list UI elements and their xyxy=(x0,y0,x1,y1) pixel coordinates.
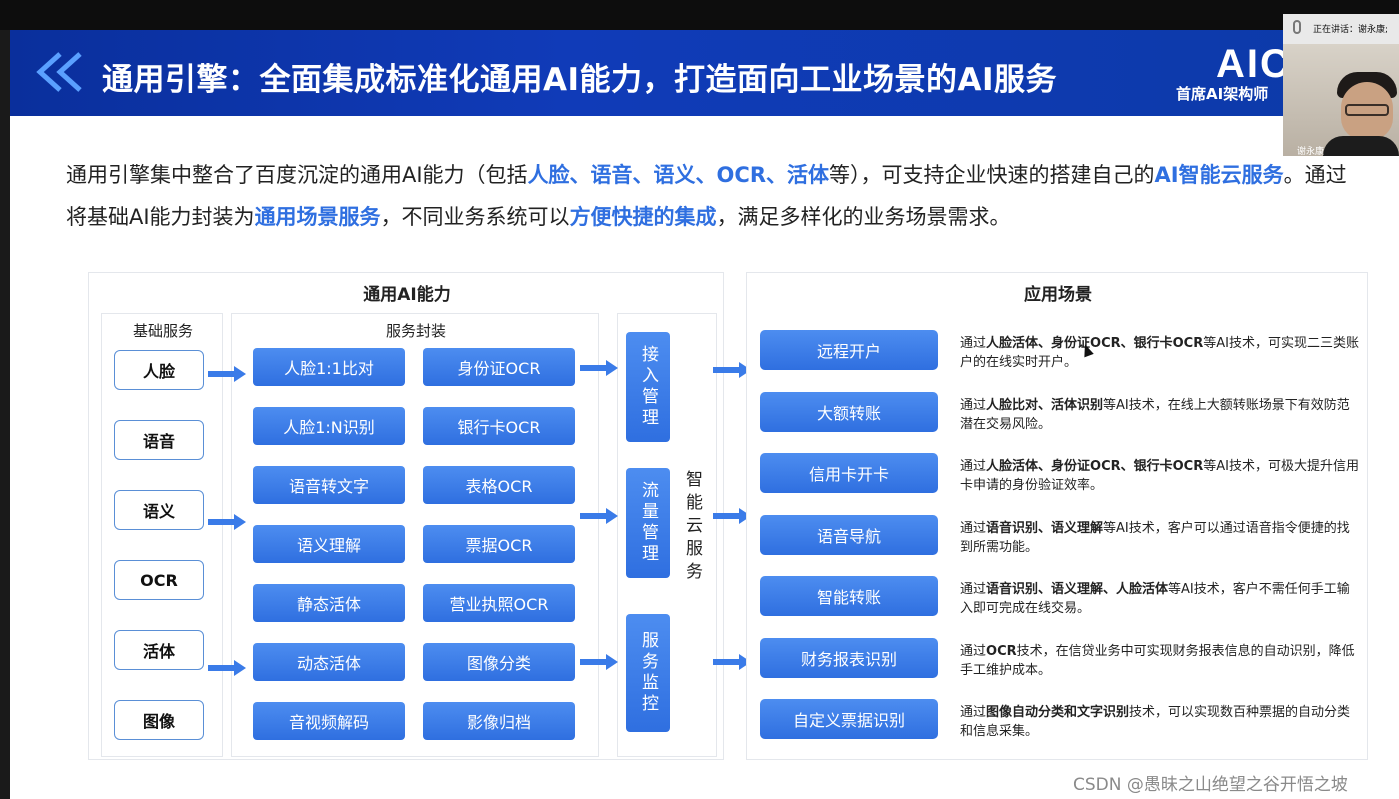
desc-bold: 人脸活体、身份证OCR、银行卡OCR xyxy=(986,336,1204,351)
speaking-status: 正在讲话：谢永康; xyxy=(1313,25,1389,35)
service-table-ocr[interactable]: 表格OCR xyxy=(423,466,575,504)
scene-description: 通过人脸活体、身份证OCR、银行卡OCR等AI技术，可极大提升信用卡申请的身份验… xyxy=(960,457,1360,495)
service-face-1-1[interactable]: 人脸1:1比对 xyxy=(253,348,405,386)
application-scenes-title: 应用场景 xyxy=(1024,285,1092,305)
slide-banner: 通用引擎：全面集成标准化通用AI能力，打造面向工业场景的AI服务 AIC 首席A… xyxy=(10,30,1399,116)
desc-text: 通过 xyxy=(960,336,987,351)
csdn-watermark: CSDN @愚昧之山绝望之谷开悟之坡 xyxy=(1073,775,1348,795)
desc-text: 等AI技术，可极大提升信用卡申请的身份验证效率。 xyxy=(960,459,1359,493)
speaker-video-thumbnail[interactable]: 正在讲话：谢永康; 谢永康 xyxy=(1283,14,1399,157)
base-service-title: 基础服务 xyxy=(132,322,193,340)
arrow-right-icon xyxy=(580,508,620,524)
scene-smart-transfer[interactable]: 智能转账 xyxy=(760,576,938,616)
desc-text: 等AI技术，客户可以通过语音指令便捷的找到所需功能。 xyxy=(960,521,1350,555)
slide-title: 通用引擎：全面集成标准化通用AI能力，打造面向工业场景的AI服务 xyxy=(102,62,1058,98)
base-item-speech[interactable]: 语音 xyxy=(114,420,204,460)
scene-description: 通过人脸活体、身份证OCR、银行卡OCR等AI技术，可实现二三类账户的在线实时开… xyxy=(960,334,1360,372)
service-image-classification[interactable]: 图像分类 xyxy=(423,643,575,681)
desc-text: 通过 xyxy=(960,459,987,474)
desc-text: 通过 xyxy=(960,582,987,597)
speaker-face xyxy=(1341,82,1393,140)
video-call-top-bar xyxy=(0,0,1399,30)
microphone-icon xyxy=(1293,20,1301,34)
scene-financial-report[interactable]: 财务报表识别 xyxy=(760,638,938,678)
cloud-access-management[interactable]: 接入管理 xyxy=(626,332,670,442)
desc-bold: 语音识别、语义理解、人脸活体 xyxy=(986,582,1169,597)
smart-cloud-label: 智能云服务 xyxy=(682,470,702,585)
desc-text: 技术，在信贷业务中可实现财务报表信息的自动识别，降低手工维护成本。 xyxy=(960,644,1355,678)
intro-text: ，不同业务系统可以 xyxy=(380,205,570,229)
service-semantic-understanding[interactable]: 语义理解 xyxy=(253,525,405,563)
service-bill-ocr[interactable]: 票据OCR xyxy=(423,525,575,563)
intro-text: 等），可支持企业快速的搭建自己的 xyxy=(829,163,1155,187)
speaker-body xyxy=(1323,136,1399,156)
speaker-name: 谢永康 xyxy=(1297,147,1325,157)
service-id-card-ocr[interactable]: 身份证OCR xyxy=(423,348,575,386)
arrow-right-icon xyxy=(208,660,246,676)
base-item-semantic[interactable]: 语义 xyxy=(114,490,204,530)
desc-bold: OCR xyxy=(986,644,1017,659)
base-item-image[interactable]: 图像 xyxy=(114,700,204,740)
intro-paragraph: 通用引擎集中整合了百度沉淀的通用AI能力（包括人脸、语音、语义、OCR、活体等）… xyxy=(66,154,1356,238)
brand-logo: AIC xyxy=(1216,42,1291,86)
brand-subtitle: 首席AI架构师 xyxy=(1176,85,1269,103)
scene-custom-bill[interactable]: 自定义票据识别 xyxy=(760,699,938,739)
video-header: 正在讲话：谢永康; xyxy=(1283,14,1399,44)
intro-highlight: 方便快捷的集成 xyxy=(569,205,717,229)
desc-text: 通过 xyxy=(960,705,987,720)
arrow-right-icon xyxy=(208,514,246,530)
scene-description: 通过语音识别、语义理解、人脸活体等AI技术，客户不需任何手工输入即可完成在线交易… xyxy=(960,580,1360,618)
intro-highlight: AI智能云服务 xyxy=(1154,163,1284,187)
intro-highlight: 人脸、语音、语义、OCR、活体 xyxy=(527,163,829,187)
arrow-right-icon xyxy=(580,654,620,670)
cloud-traffic-management[interactable]: 流量管理 xyxy=(626,468,670,578)
scene-description: 通过图像自动分类和文字识别技术，可以实现数百种票据的自动分类和信息采集。 xyxy=(960,703,1360,741)
service-speech-to-text[interactable]: 语音转文字 xyxy=(253,466,405,504)
scene-voice-navigation[interactable]: 语音导航 xyxy=(760,515,938,555)
speaker-glasses xyxy=(1345,104,1389,116)
desc-bold: 图像自动分类和文字识别 xyxy=(986,705,1130,720)
scene-remote-account[interactable]: 远程开户 xyxy=(760,330,938,370)
scene-description: 通过语音识别、语义理解等AI技术，客户可以通过语音指令便捷的找到所需功能。 xyxy=(960,519,1360,557)
presentation-slide: 通用引擎：全面集成标准化通用AI能力，打造面向工业场景的AI服务 AIC 首席A… xyxy=(10,30,1399,799)
desc-text: 通过 xyxy=(960,398,987,413)
desc-text: 通过 xyxy=(960,644,987,659)
service-package-title: 服务封装 xyxy=(385,322,446,340)
desc-bold: 人脸比对、活体识别 xyxy=(986,398,1104,413)
arrow-right-icon xyxy=(208,366,246,382)
desc-text: 等AI技术，在线上大额转账场景下有效防范潜在交易风险。 xyxy=(960,398,1350,432)
service-av-decode[interactable]: 音视频解码 xyxy=(253,702,405,740)
desc-bold: 语音识别、语义理解 xyxy=(986,521,1104,536)
intro-text: 通用引擎集中整合了百度沉淀的通用AI能力（包括 xyxy=(66,163,528,187)
ai-capability-title: 通用AI能力 xyxy=(363,285,451,305)
arrow-right-icon xyxy=(580,360,620,376)
service-face-1-n[interactable]: 人脸1:N识别 xyxy=(253,407,405,445)
scene-description: 通过OCR技术，在信贷业务中可实现财务报表信息的自动识别，降低手工维护成本。 xyxy=(960,642,1360,680)
scene-description: 通过人脸比对、活体识别等AI技术，在线上大额转账场景下有效防范潜在交易风险。 xyxy=(960,396,1360,434)
intro-text: 。通过将基础AI能力封装为 xyxy=(66,163,1347,229)
base-item-face[interactable]: 人脸 xyxy=(114,350,204,390)
base-item-ocr[interactable]: OCR xyxy=(114,560,204,600)
service-dynamic-liveness[interactable]: 动态活体 xyxy=(253,643,405,681)
intro-text: ，满足多样化的业务场景需求。 xyxy=(716,205,1011,229)
base-item-liveness[interactable]: 活体 xyxy=(114,630,204,670)
desc-text: 技术，可以实现数百种票据的自动分类和信息采集。 xyxy=(960,705,1351,739)
desc-bold: 人脸活体、身份证OCR、银行卡OCR xyxy=(986,459,1204,474)
desc-text: 等AI技术，可实现二三类账户的在线实时开户。 xyxy=(960,336,1359,370)
scene-credit-card[interactable]: 信用卡开卡 xyxy=(760,453,938,493)
service-static-liveness[interactable]: 静态活体 xyxy=(253,584,405,622)
service-bank-card-ocr[interactable]: 银行卡OCR xyxy=(423,407,575,445)
desc-text: 等AI技术，客户不需任何手工输入即可完成在线交易。 xyxy=(960,582,1350,616)
intro-highlight: 通用场景服务 xyxy=(254,205,381,229)
service-image-archive[interactable]: 影像归档 xyxy=(423,702,575,740)
scene-large-transfer[interactable]: 大额转账 xyxy=(760,392,938,432)
cloud-service-monitoring[interactable]: 服务监控 xyxy=(626,614,670,732)
service-business-license-ocr[interactable]: 营业执照OCR xyxy=(423,584,575,622)
desc-text: 通过 xyxy=(960,521,987,536)
